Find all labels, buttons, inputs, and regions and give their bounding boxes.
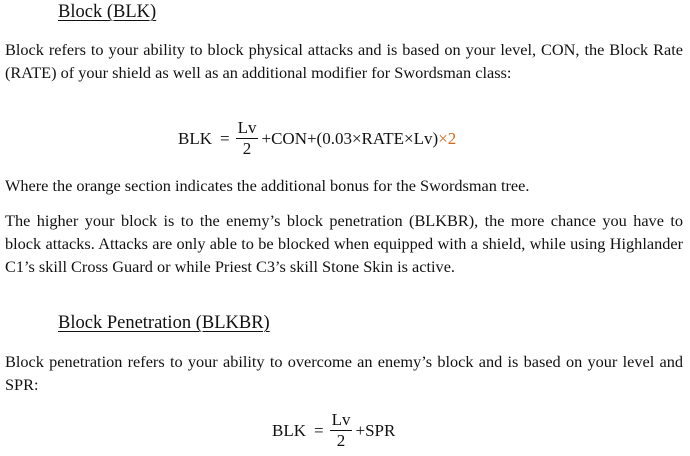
heading-block: Block (BLK) <box>58 2 157 22</box>
eq-numerator: Lv <box>329 410 353 431</box>
eq-fraction: Lv 2 <box>329 410 353 451</box>
eq-rest: +SPR <box>355 420 396 440</box>
eq-bonus: ×2 <box>438 128 457 148</box>
heading-block-penetration: Block Penetration (BLKBR) <box>58 313 270 333</box>
block-note: Where the orange section indicates the a… <box>5 176 530 195</box>
eq-lhs: BLK <box>178 128 212 148</box>
eq-equals: = <box>314 420 324 440</box>
block-detail: The higher your block is to the enemy’s … <box>5 211 683 277</box>
block-penetration-intro: Block penetration refers to your ability… <box>5 352 683 395</box>
block-equation: BLK = Lv 2 +CON+(0.03×RATE×Lv) ×2 <box>178 118 456 159</box>
eq-denominator: 2 <box>242 139 252 158</box>
block-intro: Block refers to your ability to block ph… <box>5 40 683 83</box>
eq-fraction: Lv 2 <box>235 118 259 159</box>
eq-lhs: BLK <box>272 420 306 440</box>
eq-equals: = <box>220 128 230 148</box>
eq-denominator: 2 <box>336 431 346 450</box>
eq-rest: +CON+(0.03×RATE×Lv) <box>261 128 439 148</box>
block-penetration-equation: BLK = Lv 2 +SPR <box>272 410 395 451</box>
eq-numerator: Lv <box>235 118 259 139</box>
